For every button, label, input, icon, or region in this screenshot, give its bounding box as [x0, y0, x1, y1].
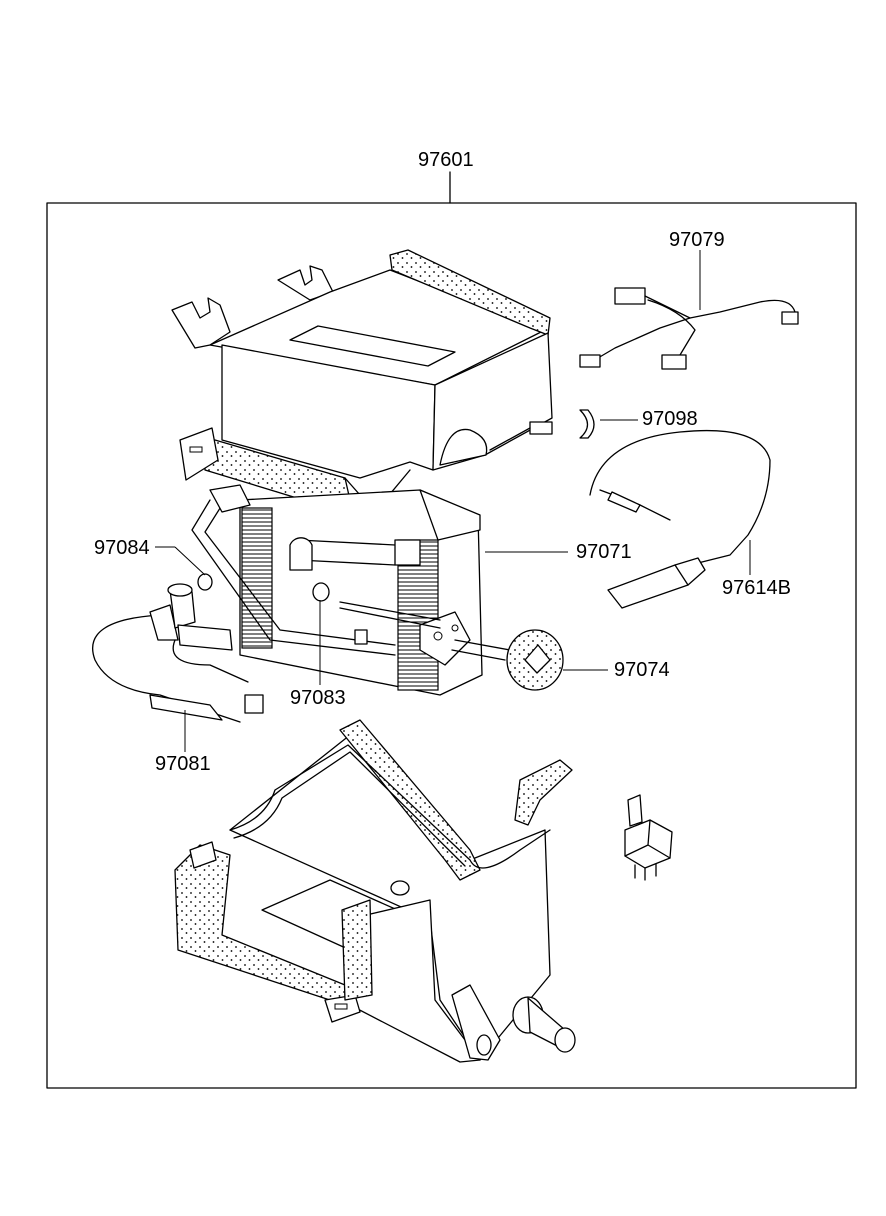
part-97079-harness [579, 287, 799, 370]
part-97084-nut [197, 573, 213, 591]
part-97074-grommet [506, 629, 564, 691]
evaporator-core [191, 484, 483, 696]
relay [624, 794, 673, 881]
label-97079: 97079 [669, 229, 725, 251]
expansion-valve [339, 601, 511, 666]
leader-lines [155, 250, 751, 752]
part-97614b-sensor [589, 429, 771, 609]
label-97081: 97081 [155, 753, 211, 775]
part-97081-sensor [92, 583, 264, 723]
label-97614b: 97614B [722, 577, 791, 599]
label-97071: 97071 [576, 541, 632, 563]
label-97083: 97083 [290, 687, 346, 709]
label-assembly-97601: 97601 [418, 149, 474, 171]
lower-case [174, 719, 576, 1063]
label-97084: 97084 [94, 537, 150, 559]
assembly-bracket [46, 171, 857, 1089]
part-97098-clip [579, 409, 595, 439]
part-97083-nut [312, 582, 330, 602]
label-97074: 97074 [614, 659, 670, 681]
label-97098: 97098 [642, 408, 698, 430]
upper-case [171, 249, 553, 513]
